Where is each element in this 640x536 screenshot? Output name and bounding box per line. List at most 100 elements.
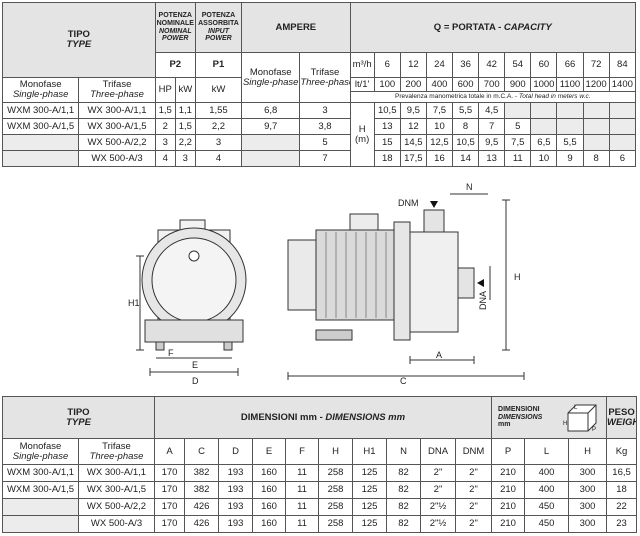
m3h-label: m³/h bbox=[349, 52, 375, 78]
box-h: H bbox=[563, 421, 567, 427]
model-mono: WXM 300-A/1,1 bbox=[2, 464, 79, 482]
flow-lt: 200 bbox=[399, 77, 427, 92]
model-tri: WX 500-A/3 bbox=[78, 150, 156, 167]
hp-value: 2 bbox=[154, 118, 176, 135]
dim-value: 258 bbox=[318, 515, 353, 533]
col-header: P bbox=[491, 438, 526, 465]
head-value: 4,5 bbox=[478, 102, 506, 119]
head-value: 16 bbox=[425, 150, 454, 167]
dim-value: 170 bbox=[154, 515, 185, 533]
dim-value: 2" bbox=[454, 464, 493, 482]
head-value bbox=[608, 102, 637, 119]
outlet-arrow-icon bbox=[430, 201, 438, 208]
dim-value: 193 bbox=[218, 464, 253, 482]
model-mono: WXM 300-A/1,5 bbox=[2, 481, 79, 499]
inlet-arrow-icon bbox=[477, 279, 484, 287]
dim-a: A bbox=[436, 350, 442, 360]
dim-value: 11 bbox=[285, 481, 319, 499]
dim-value: 258 bbox=[318, 464, 353, 482]
dim-value: 170 bbox=[154, 481, 185, 499]
head-value: 7,5 bbox=[504, 134, 532, 151]
amp-tri-value: 3,8 bbox=[299, 118, 351, 135]
flow-m3h: 84 bbox=[608, 52, 637, 78]
head-value: 15 bbox=[373, 134, 401, 151]
table-row: WX 500-A/3 4 3 4 7 18 17,5 16 14 13 11 1… bbox=[1, 150, 637, 167]
amp-mono-value: 6,8 bbox=[241, 102, 301, 119]
col-header: A bbox=[154, 438, 185, 465]
dim-n: N bbox=[466, 182, 473, 192]
flow-lt: 100 bbox=[373, 77, 401, 92]
head-value: 10,5 bbox=[452, 134, 480, 151]
head-value bbox=[556, 102, 584, 119]
head-value: 17,5 bbox=[399, 150, 427, 167]
head-value bbox=[556, 118, 584, 135]
amp-tri-value: 7 bbox=[299, 150, 351, 167]
table-row: WXM 300-A/1,1 WX 300-A/1,1 1,5 1,1 1,55 … bbox=[1, 102, 637, 167]
dim-value: 258 bbox=[318, 481, 353, 499]
kw-value: 2,2 bbox=[174, 134, 196, 151]
amp-mono-value bbox=[241, 150, 301, 167]
dim-value: 82 bbox=[386, 464, 421, 482]
p1-value: 2,2 bbox=[194, 118, 243, 135]
head-value: 8 bbox=[452, 118, 480, 135]
dim-value: 11 bbox=[285, 515, 319, 533]
head-value: 6 bbox=[608, 150, 637, 167]
head-value: 5,5 bbox=[452, 102, 480, 119]
head-value bbox=[608, 134, 637, 151]
flow-lt: 1000 bbox=[530, 77, 558, 92]
head-value: 13 bbox=[373, 118, 401, 135]
model-tri: WX 300-A/1,1 bbox=[78, 464, 155, 482]
head-value bbox=[582, 134, 610, 151]
side-view bbox=[287, 209, 475, 341]
dim-value: 382 bbox=[184, 481, 219, 499]
head-value: 18 bbox=[373, 150, 401, 167]
head-value: 8 bbox=[582, 150, 610, 167]
dim-value: 2"½ bbox=[420, 515, 456, 533]
col-header: H bbox=[318, 438, 353, 465]
flow-lt: 900 bbox=[504, 77, 532, 92]
model-tri: WX 300-A/1,1 bbox=[78, 102, 156, 119]
col-header: Kg bbox=[606, 438, 638, 465]
box-l: L bbox=[574, 405, 578, 411]
dim-f: F bbox=[168, 348, 174, 358]
table-row: WX 500-A/2,2 3 2,2 3 5 15 14,5 12,5 10,5… bbox=[1, 134, 637, 151]
head-value bbox=[530, 118, 558, 135]
dim-value: 125 bbox=[352, 515, 387, 533]
dim-value: 2" bbox=[420, 481, 456, 499]
dim-value: 382 bbox=[184, 464, 219, 482]
amp-mono-value: 9,7 bbox=[241, 118, 301, 135]
model-tri: WX 500-A/3 bbox=[78, 515, 155, 533]
dimensions-header: DIMENSIONI mm - DIMENSIONS mm bbox=[153, 396, 493, 439]
dim-value: 2"½ bbox=[420, 498, 456, 516]
dim-value: 160 bbox=[252, 515, 286, 533]
dim-value: 426 bbox=[184, 515, 219, 533]
col-header: H1 bbox=[352, 438, 387, 465]
flow-m3h: 36 bbox=[452, 52, 480, 78]
table-row: WX 500-A/2,2 170 426 193 160 11 258 125 … bbox=[2, 498, 638, 516]
dim-value: 193 bbox=[218, 481, 253, 499]
dim-value: 160 bbox=[252, 464, 286, 482]
dim-value: 11 bbox=[285, 464, 319, 482]
kw-value: 1,5 bbox=[174, 118, 196, 135]
dim-value: 125 bbox=[352, 481, 387, 499]
flow-m3h: 72 bbox=[582, 52, 610, 78]
dim-value: 170 bbox=[154, 464, 185, 482]
flow-lt: 1100 bbox=[556, 77, 584, 92]
box-dimensions-header: DIMENSIONI DIMENSIONS mm L H P bbox=[491, 396, 608, 439]
head-value: 5 bbox=[504, 118, 532, 135]
ampere-header: AMPERE bbox=[241, 2, 351, 53]
model-tri: WX 500-A/2,2 bbox=[78, 134, 156, 151]
hp-value: 1,5 bbox=[154, 102, 176, 119]
dim-value: 400 bbox=[524, 464, 570, 482]
col-header: DNA bbox=[420, 438, 456, 465]
head-value: 9,5 bbox=[399, 102, 427, 119]
flow-m3h: 66 bbox=[556, 52, 584, 78]
flow-m3h: 12 bbox=[399, 52, 427, 78]
dim-value: 82 bbox=[386, 498, 421, 516]
col-header: D bbox=[218, 438, 253, 465]
hp-header: HP bbox=[154, 77, 176, 103]
